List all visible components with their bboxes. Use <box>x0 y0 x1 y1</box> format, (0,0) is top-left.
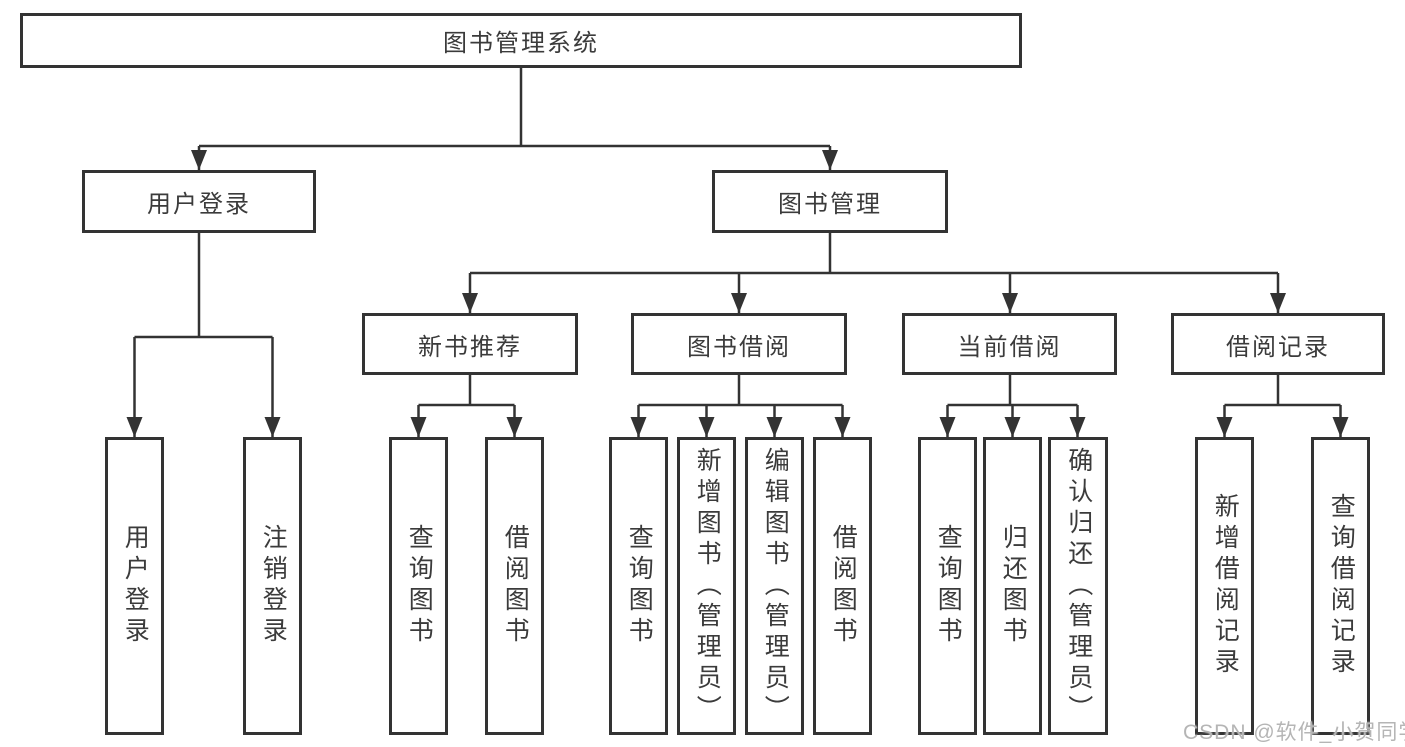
node-borrow-record-label: 借阅记录 <box>1226 333 1330 361</box>
edge-bookmgmt-to-level3 <box>468 233 1280 313</box>
edge-borrow-to-leaves <box>637 375 844 437</box>
node-user-login: 用户登录 <box>82 170 316 233</box>
node-new-book-recommend-label: 新书推荐 <box>418 333 522 361</box>
node-book-management-label: 图书管理 <box>778 191 882 218</box>
leaf-borrow-query-book: 查询图书 <box>609 437 668 735</box>
csdn-watermark: CSDN @软件_小贺同学 <box>1183 721 1405 744</box>
node-current-borrow: 当前借阅 <box>902 313 1117 375</box>
leaf-record-query-label: 查询借阅记录 <box>1327 493 1356 679</box>
leaf-recommend-borrow-book: 借阅图书 <box>485 437 544 735</box>
leaf-borrow-add-book-label: 新增图书（管理员） <box>693 446 722 726</box>
leaf-record-query: 查询借阅记录 <box>1311 437 1370 735</box>
edge-userlogin-to-leaves <box>133 233 274 437</box>
leaf-logout: 注销登录 <box>243 437 302 735</box>
leaf-current-return-book-label: 归还图书 <box>999 524 1028 648</box>
node-root-label: 图书管理系统 <box>443 30 599 57</box>
leaf-current-query-book: 查询图书 <box>918 437 977 735</box>
leaf-borrow-borrow-book-label: 借阅图书 <box>829 524 858 648</box>
leaf-user-login: 用户登录 <box>105 437 164 735</box>
leaf-borrow-add-book: 新增图书（管理员） <box>677 437 736 735</box>
node-borrow-record: 借阅记录 <box>1171 313 1385 375</box>
edge-root-to-level2 <box>197 68 832 170</box>
node-book-borrow: 图书借阅 <box>631 313 847 375</box>
leaf-logout-label: 注销登录 <box>259 524 288 648</box>
leaf-current-confirm-return: 确认归还（管理员） <box>1048 437 1108 735</box>
leaf-recommend-query-book: 查询图书 <box>389 437 448 735</box>
node-book-borrow-label: 图书借阅 <box>687 333 791 361</box>
node-user-login-label: 用户登录 <box>147 191 251 218</box>
leaf-recommend-query-book-label: 查询图书 <box>405 524 434 648</box>
leaf-borrow-borrow-book: 借阅图书 <box>813 437 872 735</box>
node-root: 图书管理系统 <box>20 13 1022 68</box>
leaf-recommend-borrow-book-label: 借阅图书 <box>501 524 530 648</box>
leaf-user-login-label: 用户登录 <box>121 524 150 648</box>
edge-record-to-leaves <box>1223 375 1342 437</box>
leaf-borrow-edit-book: 编辑图书（管理员） <box>745 437 804 735</box>
leaf-borrow-query-book-label: 查询图书 <box>625 524 654 648</box>
leaf-borrow-edit-book-label: 编辑图书（管理员） <box>761 446 790 726</box>
node-book-management: 图书管理 <box>712 170 948 233</box>
leaf-record-add: 新增借阅记录 <box>1195 437 1254 735</box>
edge-recommend-to-leaves <box>417 375 516 437</box>
leaf-record-add-label: 新增借阅记录 <box>1211 493 1240 679</box>
leaf-current-query-book-label: 查询图书 <box>934 524 963 648</box>
node-new-book-recommend: 新书推荐 <box>362 313 578 375</box>
leaf-current-confirm-return-label: 确认归还（管理员） <box>1064 446 1093 726</box>
arrowheads <box>126 150 1349 437</box>
node-current-borrow-label: 当前借阅 <box>957 333 1062 361</box>
leaf-current-return-book: 归还图书 <box>983 437 1042 735</box>
